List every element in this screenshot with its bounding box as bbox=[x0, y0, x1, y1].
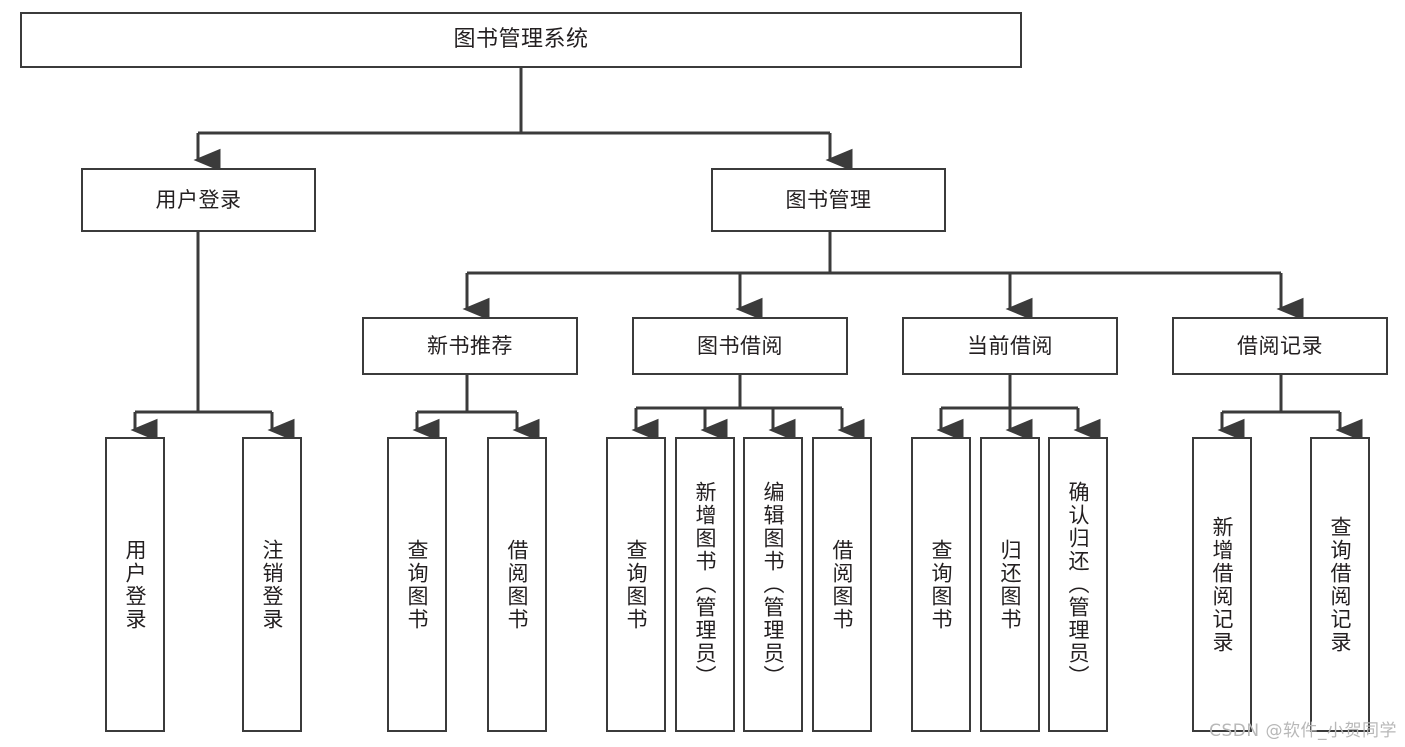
node-leaf-add-book-label: 新增图书（管理员） bbox=[693, 481, 718, 688]
node-leaf-confirm-return[interactable]: 确认归还（管理员） bbox=[1048, 437, 1108, 732]
node-leaf-query-book-3-label: 查询图书 bbox=[929, 538, 954, 631]
node-leaf-add-record-label: 新增借阅记录 bbox=[1210, 515, 1235, 654]
node-leaf-logout[interactable]: 注销登录 bbox=[242, 437, 302, 732]
node-leaf-query-book-2[interactable]: 查询图书 bbox=[606, 437, 666, 732]
node-leaf-borrow-book-1[interactable]: 借阅图书 bbox=[487, 437, 547, 732]
node-user-login[interactable]: 用户登录 bbox=[81, 168, 316, 232]
node-book-management[interactable]: 图书管理 bbox=[711, 168, 946, 232]
node-root-label: 图书管理系统 bbox=[453, 27, 589, 53]
node-root[interactable]: 图书管理系统 bbox=[20, 12, 1022, 68]
node-leaf-query-book-3[interactable]: 查询图书 bbox=[911, 437, 971, 732]
node-new-book-recommend[interactable]: 新书推荐 bbox=[362, 317, 578, 375]
node-book-borrow[interactable]: 图书借阅 bbox=[632, 317, 848, 375]
node-leaf-query-record-label: 查询借阅记录 bbox=[1328, 515, 1353, 654]
node-book-management-label: 图书管理 bbox=[785, 187, 872, 212]
node-leaf-edit-book-label: 编辑图书（管理员） bbox=[761, 481, 786, 688]
node-leaf-query-record[interactable]: 查询借阅记录 bbox=[1310, 437, 1370, 732]
node-leaf-user-login-label: 用户登录 bbox=[123, 538, 148, 631]
node-leaf-edit-book[interactable]: 编辑图书（管理员） bbox=[743, 437, 803, 732]
node-current-borrow[interactable]: 当前借阅 bbox=[902, 317, 1118, 375]
node-leaf-query-book-1-label: 查询图书 bbox=[405, 538, 430, 631]
node-user-login-label: 用户登录 bbox=[155, 187, 242, 212]
node-book-borrow-label: 图书借阅 bbox=[697, 333, 783, 358]
node-leaf-query-book-1[interactable]: 查询图书 bbox=[387, 437, 447, 732]
node-leaf-return-book-label: 归还图书 bbox=[998, 538, 1023, 631]
node-leaf-borrow-book-2[interactable]: 借阅图书 bbox=[812, 437, 872, 732]
node-leaf-borrow-book-1-label: 借阅图书 bbox=[505, 538, 530, 631]
node-leaf-confirm-return-label: 确认归还（管理员） bbox=[1066, 481, 1091, 688]
node-leaf-logout-label: 注销登录 bbox=[260, 538, 285, 631]
node-leaf-add-record[interactable]: 新增借阅记录 bbox=[1192, 437, 1252, 732]
node-leaf-add-book[interactable]: 新增图书（管理员） bbox=[675, 437, 735, 732]
node-new-book-recommend-label: 新书推荐 bbox=[427, 333, 513, 358]
node-borrow-record-label: 借阅记录 bbox=[1237, 333, 1323, 358]
node-leaf-return-book[interactable]: 归还图书 bbox=[980, 437, 1040, 732]
node-current-borrow-label: 当前借阅 bbox=[967, 333, 1053, 358]
node-borrow-record[interactable]: 借阅记录 bbox=[1172, 317, 1388, 375]
node-leaf-borrow-book-2-label: 借阅图书 bbox=[830, 538, 855, 631]
node-leaf-query-book-2-label: 查询图书 bbox=[624, 538, 649, 631]
watermark-text: CSDN @软件_小贺同学 bbox=[1209, 721, 1397, 741]
node-leaf-user-login[interactable]: 用户登录 bbox=[105, 437, 165, 732]
